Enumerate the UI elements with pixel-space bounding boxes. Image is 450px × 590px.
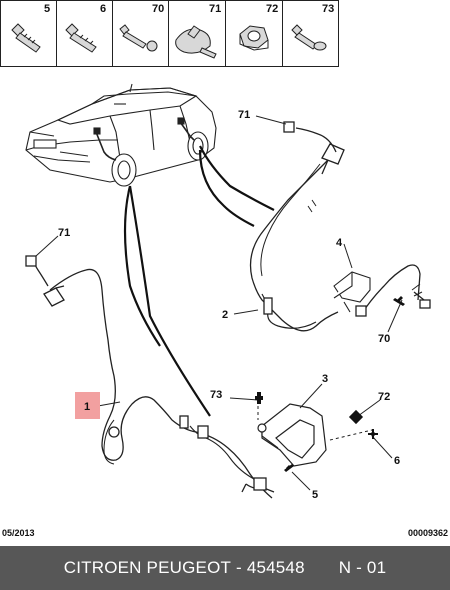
- part-header-73: 73: [322, 3, 334, 15]
- footer-bar: CITROEN PEUGEOT - 454548 N - 01: [0, 546, 450, 590]
- parts-diagram: 5 6 70 71 72 73: [0, 0, 448, 538]
- footer-page: N - 01: [338, 558, 387, 577]
- part-header-5: 5: [44, 3, 50, 15]
- leader-lines-thin: [35, 115, 403, 491]
- sensor-1-harness: [25, 255, 275, 499]
- footer-brand: CITROEN PEUGEOT: [63, 558, 232, 577]
- highlight-box: [75, 392, 100, 419]
- footer-separator: -: [231, 558, 247, 577]
- callout-6: 6: [394, 455, 400, 467]
- callout-71-left: 71: [58, 227, 70, 239]
- nut-72-icon: [239, 25, 269, 51]
- callout-70: 70: [378, 333, 390, 345]
- callout-2: 2: [222, 309, 228, 321]
- part-header-70: 70: [152, 3, 164, 15]
- bracket-4: [333, 271, 371, 313]
- markers: [255, 296, 405, 472]
- callout-5: 5: [312, 489, 318, 501]
- screw-70-icon: [119, 24, 158, 52]
- part-header-71: 71: [209, 3, 221, 15]
- bracket-3: [257, 403, 327, 467]
- bolt-6-icon: [65, 23, 97, 53]
- callout-4: 4: [336, 237, 343, 249]
- callout-72: 72: [378, 391, 390, 403]
- part-header-6: 6: [100, 3, 106, 15]
- diagram-date: 05/2013: [2, 528, 35, 538]
- callout-1: 1: [84, 401, 90, 413]
- car-illustration: [25, 83, 217, 187]
- bolt-5-icon: [11, 23, 41, 53]
- leader-lines-thick: [123, 145, 275, 417]
- footer-part-number: 454548: [246, 558, 305, 577]
- parts-header-grid: [0, 0, 339, 67]
- callout-73: 73: [210, 389, 222, 401]
- callout-3: 3: [322, 373, 328, 385]
- callout-71-top: 71: [238, 109, 250, 121]
- part-header-72: 72: [266, 3, 278, 15]
- diagram-reference: 00009362: [408, 528, 448, 538]
- clip-71-icon: [175, 25, 217, 59]
- sensor-2-harness: [249, 121, 431, 332]
- bolt-73-icon: [291, 24, 327, 51]
